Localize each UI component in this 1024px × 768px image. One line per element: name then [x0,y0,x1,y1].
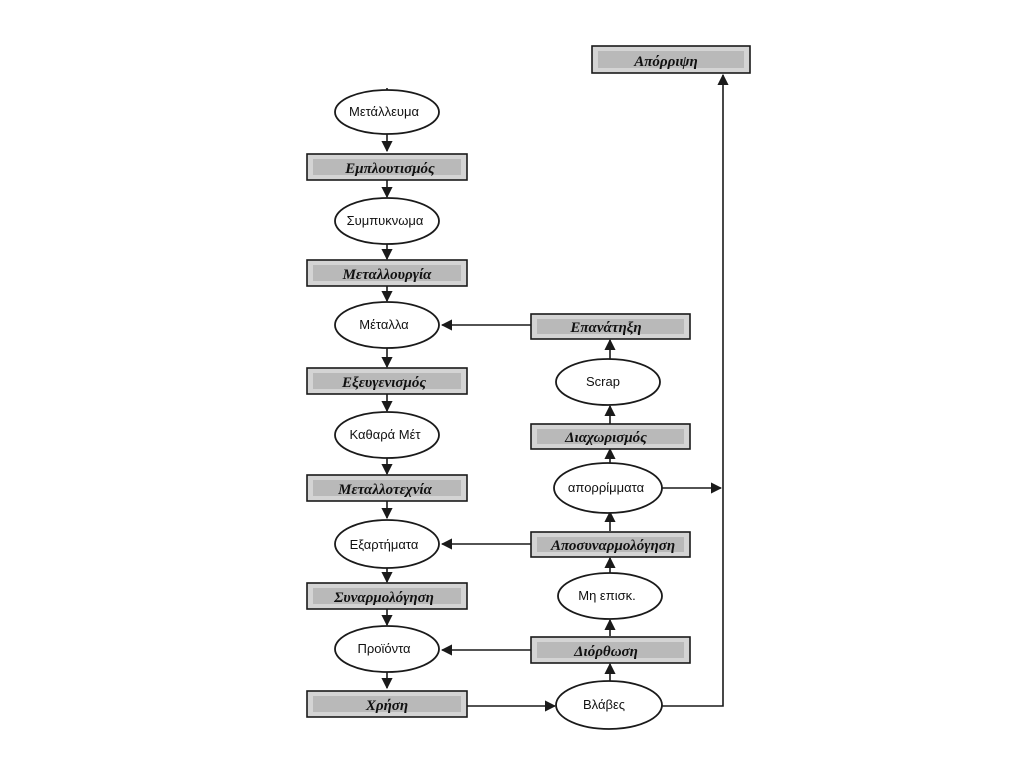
process-box-aporripsi: Απόρριψη [591,45,751,74]
material-label: Μέταλλα [359,317,409,332]
process-label: Χρήση [365,698,408,714]
process-box-diaxorismos: Διαχωρισμός [530,423,691,450]
process-label: Αποσυναρμολόγηση [550,538,675,554]
material-node-metalleuma: Μετάλλευμα [334,89,440,135]
material-label: Μη επισκ. [578,588,635,603]
material-node-proionta: Προϊόντα [334,625,440,673]
material-node-vlaves: Βλάβες [555,680,663,730]
material-label: απορρίμματα [568,480,645,495]
material-label: Εξαρτήματα [350,537,419,552]
material-node-mi-episk: Μη επισκ. [557,572,663,620]
material-label: Μετάλλευμα [349,104,419,119]
material-node-kathara: Καθαρά Μέτ [334,411,440,459]
material-label: Βλάβες [583,697,625,712]
process-box-synarmologisi: Συναρμολόγηση [306,582,468,610]
process-label: Διαχωρισμός [564,430,647,446]
process-label: Μεταλλοτεχνία [337,482,432,498]
arrow-vlaves-aporripsi [662,73,729,707]
connectors [381,73,729,712]
process-box-xrisi: Χρήση [306,690,468,718]
material-label: Συμπυκνωμα [347,213,424,228]
material-node-aporrimmata: απορρίμματα [553,462,663,514]
material-node-metalla: Μέταλλα [334,301,440,349]
process-box-diorthosi: Διόρθωση [530,636,691,664]
process-box-emploutismos: Εμπλουτισμός [306,153,468,181]
material-label: Καθαρά Μέτ [349,427,421,442]
material-node-eksartimata: Εξαρτήματα [334,519,440,569]
material-label: Προϊόντα [357,641,411,656]
material-label: Scrap [586,374,620,389]
material-node-sympyknoma: Συμπυκνωμα [334,197,440,245]
process-label: Εμπλουτισμός [344,161,435,177]
process-label: Επανάτηξη [569,320,641,336]
process-label: Εξευγενισμός [341,375,426,391]
process-box-metallotexnia: Μεταλλοτεχνία [306,474,468,502]
process-box-epanatixi: Επανάτηξη [530,313,691,340]
process-box-exeugenismos: Εξευγενισμός [306,367,468,395]
process-box-aposynarmologisi: Αποσυναρμολόγηση [530,531,691,558]
material-node-scrap: Scrap [555,358,661,406]
process-label: Μεταλλουργία [342,267,433,283]
process-label: Απόρριψη [633,54,698,70]
process-label: Συναρμολόγηση [333,590,434,606]
process-box-metallourgia: Μεταλλουργία [306,259,468,287]
process-label: Διόρθωση [573,644,638,660]
